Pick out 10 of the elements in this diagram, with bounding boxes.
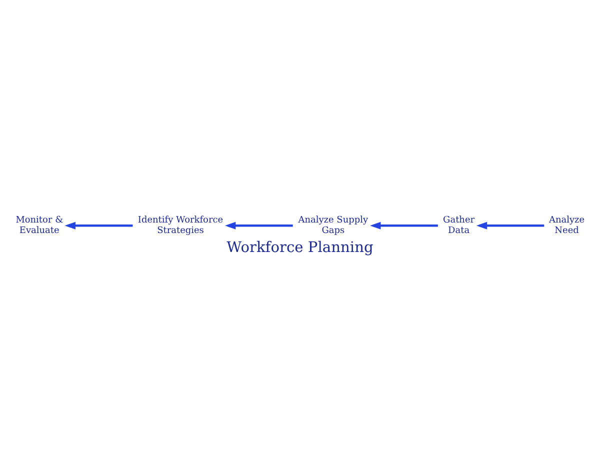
- arrow: [370, 222, 438, 230]
- node-text: Identify Workforce Strategies: [138, 216, 224, 236]
- arrow: [224, 222, 293, 230]
- arrow: [64, 222, 133, 230]
- diagram-title: Workforce Planning: [226, 238, 374, 256]
- arrow: [476, 222, 544, 230]
- node-text: Analyze Supply Gaps: [298, 216, 368, 236]
- node-text: Monitor & Evaluate: [16, 216, 64, 236]
- node-text: Analyze Need: [549, 216, 585, 236]
- node-text: Gather Data: [443, 216, 475, 236]
